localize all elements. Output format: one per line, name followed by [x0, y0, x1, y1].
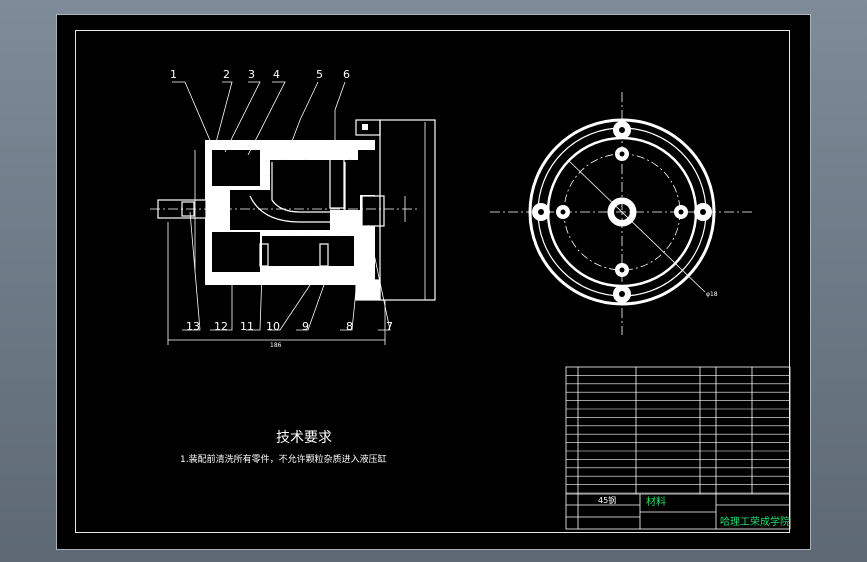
- balloon-8: 8: [346, 320, 353, 333]
- balloon-1: 1: [170, 68, 177, 81]
- end-view: [490, 92, 755, 335]
- notes-line-1: 1.装配前清洗所有零件，不允许颗粒杂质进入液压缸: [180, 453, 387, 465]
- drawing-frame: [75, 30, 790, 533]
- diameter-dimension: φ18: [706, 291, 718, 298]
- section-view: [150, 119, 436, 301]
- balloon-2: 2: [223, 68, 230, 81]
- balloon-7: 7: [386, 320, 393, 333]
- balloon-10: 10: [266, 320, 280, 333]
- balloon-5: 5: [316, 68, 323, 81]
- balloon-numbers: 1 2 3 4 5 6 7 8 9 10 11 12 13 186 φ18: [170, 68, 718, 349]
- balloon-13: 13: [186, 320, 200, 333]
- leader-lines: [172, 81, 391, 331]
- material-label: 材料: [646, 495, 666, 508]
- notes-heading: 技术要求: [276, 430, 332, 446]
- balloon-4: 4: [273, 68, 280, 81]
- parts-list: [565, 366, 791, 530]
- balloon-9: 9: [302, 320, 309, 333]
- balloon-12: 12: [214, 320, 228, 333]
- dimension-lines: [167, 122, 426, 345]
- drawing-sheet: [56, 14, 811, 550]
- balloon-11: 11: [240, 320, 254, 333]
- balloon-3: 3: [248, 68, 255, 81]
- material-value: 45钢: [598, 495, 616, 505]
- school-name: 哈理工荣成学院: [720, 515, 790, 528]
- title-block: [566, 494, 790, 529]
- technical-notes: 技术要求 1.装配前清洗所有零件，不允许颗粒杂质进入液压缸: [180, 430, 387, 465]
- title-block-text: 材料 45钢 哈理工荣成学院: [598, 495, 790, 528]
- overall-dimension: 186: [270, 342, 282, 349]
- balloon-6: 6: [343, 68, 350, 81]
- parts-list-rows: [566, 375, 790, 494]
